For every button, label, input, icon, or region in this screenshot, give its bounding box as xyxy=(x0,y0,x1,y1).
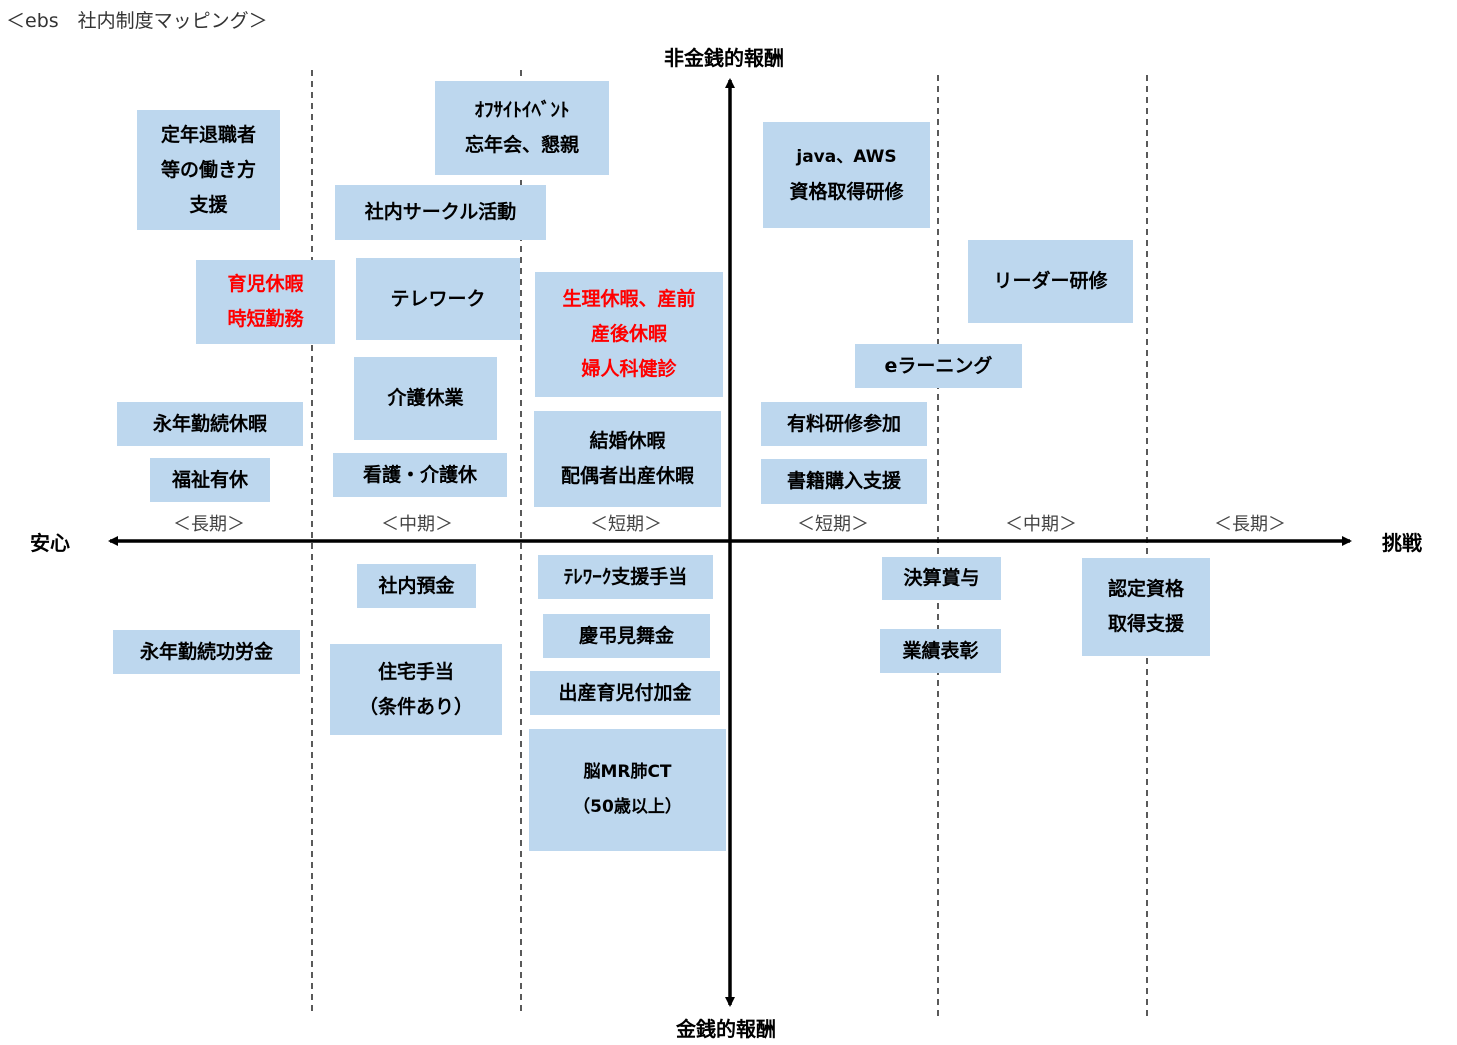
box-book-purchase: 書籍購入支援 xyxy=(761,459,927,504)
box-line: 住宅手当 xyxy=(377,660,454,683)
box-seiri-kyuka: 生理休暇、産前 産後休暇 婦人科健診 xyxy=(535,272,723,397)
box-teinen-support: 定年退職者 等の働き方 支援 xyxy=(137,110,280,230)
box-line: 生理休暇、産前 xyxy=(562,288,696,310)
box-telework-allowance: ﾃﾚﾜｰｸ支援手当 xyxy=(538,555,713,599)
box-jutaku-teate: 住宅手当 （条件あり） xyxy=(330,644,502,735)
period-label-short-left: ＜短期＞ xyxy=(590,514,662,535)
box-line: 業績表彰 xyxy=(902,639,979,662)
axis-label-left: 安心 xyxy=(30,531,70,555)
box-line: 社内サークル活動 xyxy=(364,201,517,223)
box-line: 産後休暇 xyxy=(590,323,667,345)
box-keicho-mimaikin: 慶弔見舞金 xyxy=(543,614,710,658)
box-line: 資格取得研修 xyxy=(789,181,904,203)
axis-label-top: 非金銭的報酬 xyxy=(664,46,784,70)
box-line: 等の働き方 xyxy=(160,158,256,181)
box-line: 出産育児付加金 xyxy=(558,681,692,704)
box-line: 福祉有休 xyxy=(171,468,248,491)
period-label-short-right: ＜短期＞ xyxy=(797,514,869,535)
box-line: 育児休暇 xyxy=(227,273,304,295)
box-line: 永年勤続休暇 xyxy=(152,412,267,435)
box-kekkon-kyuka: 結婚休暇 配偶者出産休暇 xyxy=(534,411,721,507)
box-elearning: eラーニング xyxy=(855,344,1022,388)
box-line: テレワーク xyxy=(390,287,486,310)
box-line: 定年退職者 xyxy=(160,123,256,146)
box-eizoku-kyuka: 永年勤続休暇 xyxy=(117,402,303,446)
box-ikuji-kyuka: 育児休暇 時短勤務 xyxy=(196,260,335,344)
axis-label-bottom: 金銭的報酬 xyxy=(676,1017,776,1041)
box-shussan-fukakin: 出産育児付加金 xyxy=(530,671,720,715)
box-gyoseki-hyosho: 業績表彰 xyxy=(880,629,1001,673)
box-paid-training: 有料研修参加 xyxy=(761,402,927,446)
box-line: 結婚休暇 xyxy=(589,430,666,452)
box-line: ﾃﾚﾜｰｸ支援手当 xyxy=(563,565,688,588)
diagram-title: ＜ebs 社内制度マッピング＞ xyxy=(6,10,268,32)
box-eizoku-korokin: 永年勤続功労金 xyxy=(113,630,300,674)
box-java-aws-training: java、AWS 資格取得研修 xyxy=(763,122,930,228)
period-label-long-right: ＜長期＞ xyxy=(1214,514,1286,535)
box-fukushi-yukyu: 福祉有休 xyxy=(150,458,270,502)
box-nintei-shikaku: 認定資格 取得支援 xyxy=(1082,558,1210,656)
box-line: 書籍購入支援 xyxy=(786,470,901,492)
box-line: （条件あり） xyxy=(358,695,473,718)
box-line: リーダー研修 xyxy=(993,270,1108,292)
box-line: 脳MR肺CT xyxy=(583,762,672,782)
box-line: 婦人科健診 xyxy=(581,358,677,380)
box-line: ｵﾌｻｲﾄｲﾍﾞﾝﾄ xyxy=(474,99,570,121)
box-line: 有料研修参加 xyxy=(786,412,901,435)
box-line: 社内預金 xyxy=(378,574,455,597)
axis-label-right: 挑戦 xyxy=(1382,531,1422,555)
box-line: 慶弔見舞金 xyxy=(578,624,674,647)
box-line: 取得支援 xyxy=(1107,613,1184,635)
box-kango-kaigo: 看護・介護休 xyxy=(333,453,507,497)
box-line: 認定資格 xyxy=(1107,578,1184,600)
box-circle-activity: 社内サークル活動 xyxy=(335,185,546,240)
box-kaigo-kyugyo: 介護休業 xyxy=(354,357,497,440)
box-brain-mri-ct: 脳MR肺CT （50歳以上） xyxy=(529,729,726,851)
box-line: 決算賞与 xyxy=(903,567,980,589)
period-label-mid-left: ＜中期＞ xyxy=(381,514,453,535)
period-label-long-left: ＜長期＞ xyxy=(173,514,245,535)
box-line: （50歳以上） xyxy=(573,797,682,817)
box-line: 支援 xyxy=(189,193,228,216)
box-line: 看護・介護休 xyxy=(362,463,477,486)
box-shanai-yokin: 社内預金 xyxy=(357,564,476,608)
box-telework: テレワーク xyxy=(356,258,520,340)
box-line: 永年勤続功労金 xyxy=(139,640,273,663)
box-line: 配偶者出産休暇 xyxy=(560,465,694,487)
period-label-mid-right: ＜中期＞ xyxy=(1005,514,1077,535)
box-offsite-event: ｵﾌｻｲﾄｲﾍﾞﾝﾄ 忘年会、懇親 xyxy=(435,81,609,175)
box-line: 忘年会、懇親 xyxy=(464,134,579,156)
box-line: eラーニング xyxy=(884,354,993,377)
box-kessan-shoyo: 決算賞与 xyxy=(882,557,1001,600)
box-line: 時短勤務 xyxy=(227,308,304,330)
box-line: 介護休業 xyxy=(387,387,464,409)
box-line: java、AWS xyxy=(796,147,897,167)
box-leader-training: リーダー研修 xyxy=(968,240,1133,323)
